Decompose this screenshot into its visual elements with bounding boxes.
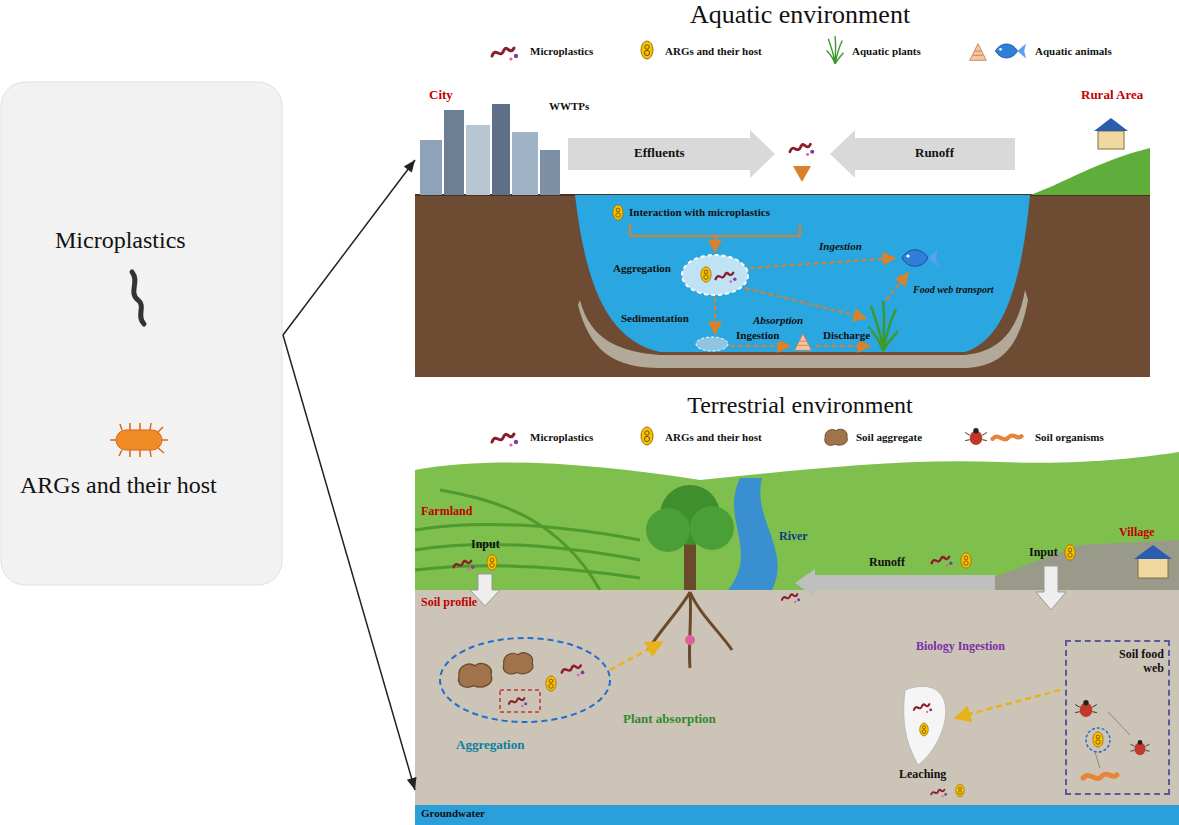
legend-text: Aquatic plants [852, 45, 921, 57]
connector-arrow [283, 160, 415, 335]
aquatic-scene [415, 104, 1150, 377]
legend-text: Microplastics [530, 45, 593, 57]
concept-panel: MicroplasticsARGs and their host [0, 82, 283, 585]
scene-label: Discharge [822, 329, 871, 342]
aquatic-legend-icons [492, 36, 1026, 64]
legend-text: ARGs and their host [665, 431, 762, 443]
legend-text: Aquatic animals [1035, 45, 1112, 57]
scene-label: Input [1028, 546, 1059, 560]
scene-label: Runoff [868, 556, 906, 570]
scene-label: Runoff [914, 146, 955, 161]
scene-label: Interaction with microplastics [628, 206, 771, 219]
legend-text: Soil aggregate [856, 431, 922, 443]
scene-panel: Terrestrial environmentSoil food web [415, 390, 1179, 825]
scene-label: Leaching [898, 768, 947, 782]
scene-label: City [428, 88, 454, 103]
food-web-box: Soil food web [1065, 640, 1170, 795]
scene-label: Plant absorption [622, 712, 717, 727]
legend-text: Microplastics [530, 431, 593, 443]
scene-label: Aggregation [612, 262, 672, 275]
scene-label: Food web transport [912, 284, 995, 296]
legend-text: ARGs and their host [665, 45, 762, 57]
panel-title: Microplastics [55, 227, 186, 254]
scene-label: Absorption [752, 314, 804, 327]
box-label: Soil food web [1118, 648, 1164, 676]
scene-label: Biology Ingestion [915, 640, 1006, 654]
scene-label: Ingestion [818, 240, 863, 253]
scene-label: Ingestion [735, 329, 780, 342]
terrestrial-legend-icons [492, 427, 1021, 447]
scene-label: Farmland [420, 505, 473, 519]
scene-heading: Aquatic environment [415, 0, 1179, 30]
left-panel [1, 82, 282, 585]
scene-label: Effluents [633, 146, 686, 161]
scene-label: Input [470, 538, 501, 552]
terrestrial-scene [415, 452, 1179, 825]
legend-text: Soil organisms [1035, 431, 1104, 443]
scene-label: Rural Area [1080, 88, 1144, 103]
scene-label: Village [1118, 526, 1156, 540]
scene-label: Groundwater [420, 807, 486, 820]
panel-title: ARGs and their host [20, 472, 217, 499]
scene-heading: Terrestrial environment [415, 392, 1179, 419]
scene-label: Sedimentation [620, 312, 690, 325]
connector-arrow [283, 335, 416, 790]
scene-label: Soil profile [420, 596, 478, 610]
scene-label: Aggregation [455, 738, 525, 753]
scene-label: River [778, 530, 809, 544]
scene-label: WWTPs [548, 100, 590, 113]
